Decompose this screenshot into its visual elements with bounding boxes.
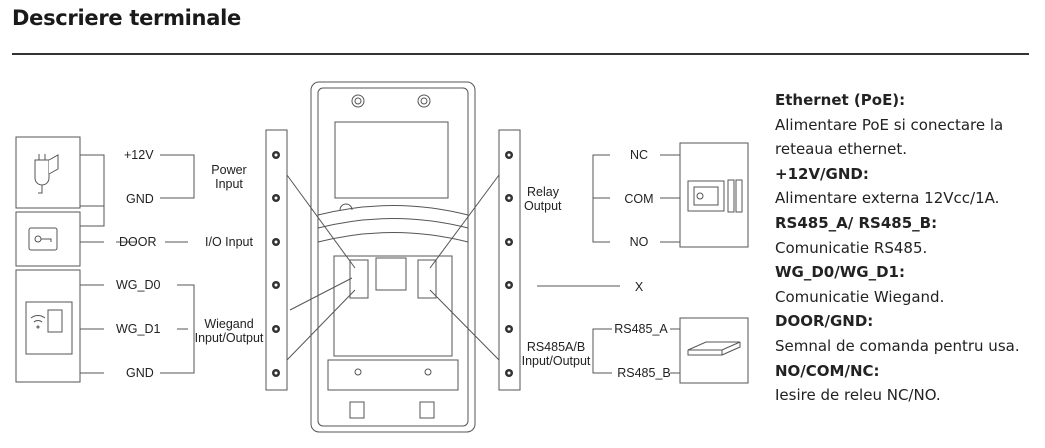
label-rs485-line1: RS485A/B (527, 340, 585, 354)
label-rs485-a: RS485_A (614, 322, 668, 336)
label-gnd-wiegand: GND (126, 366, 154, 380)
desc-heading-ethernet: Ethernet (PoE): (775, 91, 906, 109)
label-io-input: I/O Input (205, 235, 253, 249)
left-terminal-block (265, 129, 288, 391)
desc-text-door: Semnal de comanda pentru usa. (775, 336, 1020, 355)
label-wg-d1: WG_D1 (116, 322, 161, 336)
page-title: Descriere terminale (12, 6, 241, 30)
label-power-input-line1: Power (211, 163, 246, 177)
desc-heading-door: DOOR/GND: (775, 312, 874, 331)
desc-text-power: Alimentare externa 12Vcc/1A. (775, 189, 1000, 208)
network-switch-icon (679, 317, 749, 384)
wiring-diagram: +12V GND DOOR WG_D0 WG_D1 GND Power Inpu… (15, 81, 749, 433)
label-wiegand-line2: Input/Output (195, 331, 264, 345)
electric-lock-icon (679, 142, 749, 248)
label-no: NO (630, 235, 649, 249)
desc-text-rs485: Comunicatie RS485. (775, 238, 928, 257)
terminal-descriptions: Ethernet (PoE): Alimentare PoE si conect… (775, 88, 1040, 408)
desc-text-wiegand: Comunicatie Wiegand. (775, 287, 945, 306)
desc-heading-wiegand: WG_D0/WG_D1: (775, 263, 905, 282)
label-com: COM (624, 192, 653, 206)
label-nc: NC (630, 148, 648, 162)
label-x: X (635, 280, 644, 294)
desc-text-relay: Iesire de releu NC/NO. (775, 386, 941, 405)
right-terminal-block (498, 129, 521, 391)
power-adapter-icon (15, 136, 81, 209)
label-relay-line1: Relay (527, 185, 560, 199)
label-rs485-b: RS485_B (617, 366, 671, 380)
desc-heading-power: +12V/GND: (775, 164, 869, 183)
title-underline (12, 53, 1029, 55)
desc-heading-relay: NO/COM/NC: (775, 361, 880, 380)
exit-button-icon (15, 211, 81, 267)
intercom-back-panel (310, 81, 476, 433)
label-wg-d0: WG_D0 (116, 278, 161, 292)
label-relay-line2: Output (524, 199, 562, 213)
card-reader-icon (15, 269, 81, 383)
label-wiegand-line1: Wiegand (204, 317, 253, 331)
label-power-input-line2: Input (215, 177, 243, 191)
label-12v: +12V (124, 148, 154, 162)
label-rs485-line2: Input/Output (522, 354, 591, 368)
desc-heading-rs485: RS485_A/ RS485_B: (775, 213, 938, 232)
label-gnd-power: GND (126, 192, 154, 206)
desc-text-ethernet: Alimentare PoE si conectare la reteaua e… (775, 115, 1004, 159)
label-door: DOOR (119, 235, 157, 249)
